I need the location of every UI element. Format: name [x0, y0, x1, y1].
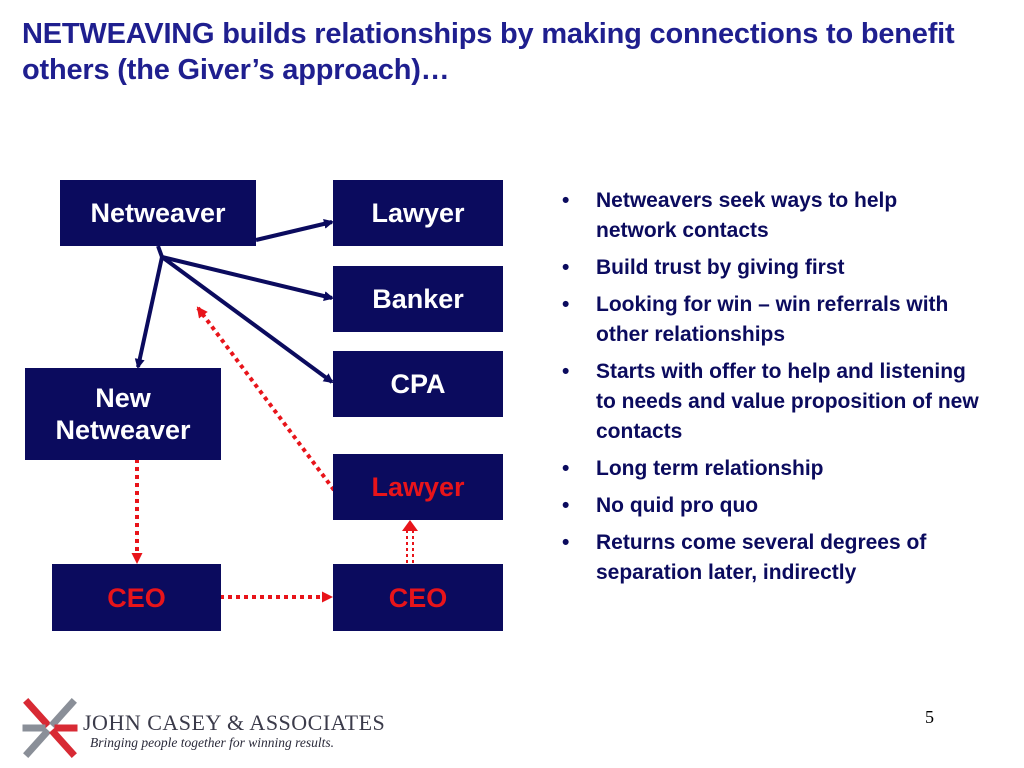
page-number: 5	[925, 707, 934, 727]
arrow-hub-to-banker	[161, 255, 334, 301]
bullet-list: • Netweavers seek ways to help network co…	[560, 186, 980, 595]
node-ceo-right-label: CEO	[388, 582, 448, 613]
node-new-netweaver-line2: Netweaver	[55, 415, 191, 445]
bullet-item: • Build trust by giving first	[560, 253, 980, 283]
node-cpa: CPA	[333, 351, 503, 417]
arrow-hub-to-cpa	[160, 255, 334, 384]
bullet-text: Build trust by giving first	[596, 256, 845, 279]
bullet-item: • Starts with offer to help and listening…	[560, 357, 980, 447]
bullet-text: Looking for win – win referrals with oth…	[596, 293, 949, 346]
bullet-item: • No quid pro quo	[560, 491, 980, 521]
arrow-hub-to-new-netweaver	[134, 256, 164, 369]
arrow-netweaver-to-lawyer	[255, 218, 334, 242]
node-new-netweaver-line1: New	[95, 383, 151, 413]
bullet-text: Long term relationship	[596, 457, 824, 480]
bullet-dot: •	[562, 531, 570, 554]
company-tagline: Bringing people together for winning res…	[90, 735, 334, 750]
bullet-item: • Long term relationship	[560, 454, 980, 484]
bullet-dot: •	[562, 189, 570, 212]
node-lawyer-label: Lawyer	[371, 198, 465, 228]
bullet-text: Netweavers seek ways to help network con…	[596, 189, 898, 242]
node-netweaver-label: Netweaver	[90, 198, 226, 228]
dotted-arrow-lawyer-to-hub	[196, 306, 336, 492]
node-ceo-left: CEO	[52, 564, 221, 631]
bullet-dot: •	[562, 293, 570, 316]
node-lawyer-red: Lawyer	[333, 454, 503, 520]
bullet-text: Returns come several degrees of separati…	[596, 531, 927, 584]
node-banker: Banker	[333, 266, 503, 332]
slide-title: NETWEAVING builds relationships by makin…	[22, 18, 955, 86]
bullet-dot: •	[562, 494, 570, 517]
bullet-item: • Looking for win – win referrals with ot…	[560, 290, 980, 350]
bullet-item: • Netweavers seek ways to help network co…	[560, 186, 980, 246]
bullet-dot: •	[562, 360, 570, 383]
node-new-netweaver: New Netweaver	[25, 368, 221, 460]
node-ceo-right: CEO	[333, 564, 503, 631]
bullet-dot: •	[562, 256, 570, 279]
node-cpa-label: CPA	[390, 369, 446, 399]
company-name: JOHN CASEY & ASSOCIATES	[83, 710, 386, 735]
node-lawyer-red-label: Lawyer	[371, 472, 465, 502]
bullet-text: Starts with offer to help and listening …	[596, 360, 979, 443]
bullet-item: • Returns come several degrees of separat…	[560, 528, 980, 588]
bullet-dot: •	[562, 457, 570, 480]
dotted-arrowhead-lawyer	[402, 520, 418, 531]
node-lawyer: Lawyer	[333, 180, 503, 246]
node-netweaver: Netweaver	[60, 180, 256, 246]
node-ceo-left-label: CEO	[107, 582, 166, 613]
bullet-text: No quid pro quo	[596, 494, 759, 517]
node-banker-label: Banker	[372, 284, 464, 314]
arrows-logo-icon	[22, 698, 78, 758]
stem-netweaver-to-hub	[156, 245, 164, 258]
